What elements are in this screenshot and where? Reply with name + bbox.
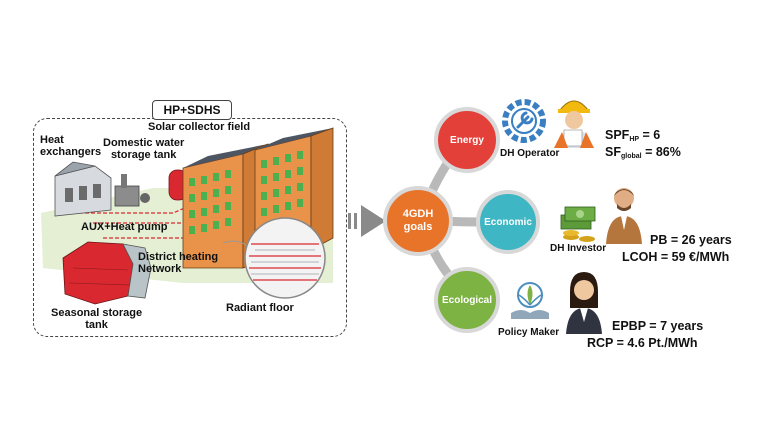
kpi-spf-hp: SPFHP = 6 — [605, 128, 661, 143]
kpi-rcp: RCP = 4.6 Pt./MWh — [587, 336, 698, 350]
gear-wrench-icon — [502, 99, 546, 143]
label-aux-heat-pump: AUX+Heat pump — [81, 221, 168, 233]
goal-energy-circle: Energy — [434, 107, 500, 173]
role-policy-maker: Policy Maker — [498, 327, 560, 338]
center-goals-circle: 4GDH goals — [383, 186, 453, 256]
heat-pump-unit — [114, 174, 150, 207]
flow-arrow — [348, 205, 386, 237]
operator-worker-icon — [554, 100, 594, 148]
radiant-floor-zoom — [244, 217, 326, 299]
eco-hands-icon — [511, 282, 549, 319]
policy-maker-woman-icon — [566, 272, 602, 334]
system-title: HP+SDHS — [152, 100, 232, 120]
role-dh-investor: DH Investor — [550, 243, 607, 254]
kpi-pb: PB = 26 years — [650, 233, 732, 247]
heat-exchanger-house — [54, 161, 112, 217]
goal-ecological-circle: Ecological — [434, 267, 500, 333]
role-dh-operator: DH Operator — [500, 148, 560, 159]
system-illustration — [41, 127, 334, 305]
money-stack-icon — [560, 206, 596, 242]
label-district-heating: District heating Network — [138, 251, 219, 275]
label-heat-exchangers: Heat exchangers — [40, 134, 102, 158]
zoom-leader-line — [222, 240, 248, 247]
kpi-lcoh: LCOH = 59 €/MWh — [622, 250, 730, 264]
seasonal-storage-tank — [62, 241, 152, 305]
building-windows — [189, 151, 303, 234]
investor-man-icon — [606, 188, 642, 244]
label-radiant-floor: Radiant floor — [226, 302, 294, 314]
label-solar-collector-field: Solar collector field — [148, 121, 251, 133]
goal-economic-circle: Economic — [476, 190, 540, 254]
kpi-epbp: EPBP = 7 years — [612, 319, 704, 333]
label-domestic-water-tank: Domestic water storage tank — [103, 137, 185, 161]
label-seasonal-storage: Seasonal storage tank — [51, 307, 143, 331]
kpi-sf-global: SFglobal = 86% — [605, 145, 681, 160]
